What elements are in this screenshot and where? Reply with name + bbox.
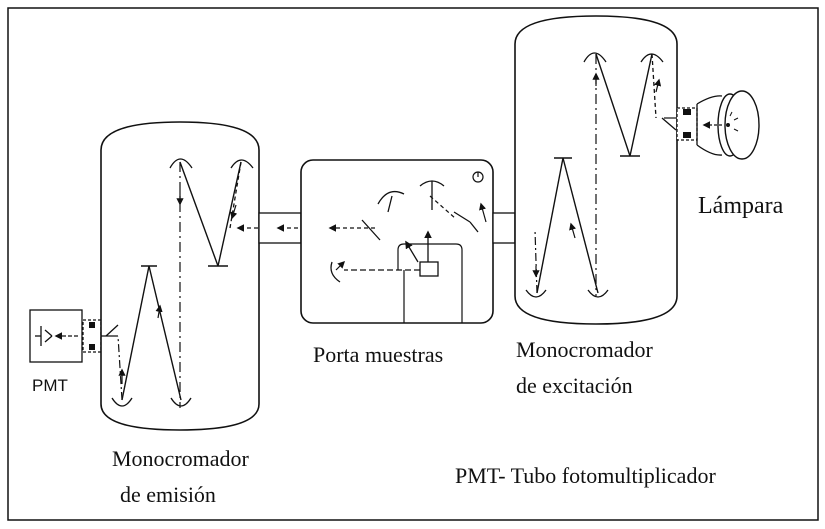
sample-holder-label: Porta muestras — [313, 342, 443, 367]
emission-label-line2: de emisión — [120, 482, 216, 507]
excitation-label-line2: de excitación — [516, 373, 633, 398]
pmt-detector — [29, 309, 102, 363]
legend-text: PMT- Tubo fotomultiplicador — [455, 463, 716, 488]
lamp — [676, 90, 760, 160]
emission-label-line1: Monocromador — [112, 446, 250, 471]
excitation-monochromator — [514, 15, 678, 325]
outer-frame — [7, 7, 819, 521]
sample-excitation-connector — [492, 212, 516, 244]
pmt-label: PMT — [32, 376, 68, 395]
excitation-label-line1: Monocromador — [516, 337, 654, 362]
sample-holder — [300, 159, 494, 324]
lamp-label: Lámpara — [698, 193, 784, 219]
emission-monochromator — [100, 121, 260, 431]
